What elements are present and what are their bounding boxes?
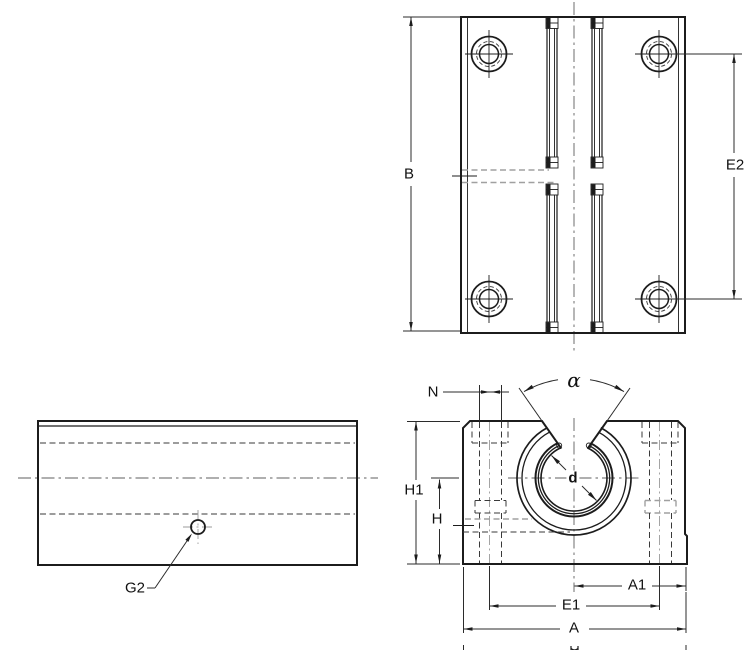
mounting-hole [465, 275, 513, 323]
dim-E2 [672, 53, 742, 300]
dim-label-E1: E1 [559, 596, 583, 614]
dim-label-N: N [425, 383, 441, 401]
dim-label-alpha: α [565, 368, 583, 392]
dim-label-A1: A1 [625, 576, 649, 594]
dim-E1 [489, 566, 660, 610]
side-view [18, 420, 378, 589]
rail-left [546, 28, 558, 322]
dim-G2-leader [146, 533, 192, 589]
cutoff-marks [463, 645, 687, 650]
dim-B [403, 16, 460, 332]
dim-A [463, 567, 687, 633]
rail-clips [545, 17, 604, 334]
hidden-hole-right [641, 422, 679, 563]
dim-A1 [574, 567, 687, 591]
front-view [407, 379, 688, 650]
top-view [403, 2, 742, 351]
g2-hole [183, 510, 213, 544]
dim-d [551, 455, 597, 501]
mounting-hole [465, 30, 513, 78]
rail-right [591, 28, 603, 322]
dim-alpha [518, 379, 631, 422]
dim-label-G2: G2 [122, 579, 148, 597]
hidden-hole-left [471, 422, 509, 563]
dim-label-B: B [401, 165, 417, 183]
dim-H1 [407, 421, 460, 565]
dim-H [431, 477, 459, 564]
dim-label-H1: H1 [402, 481, 426, 499]
dim-label-E2: E2 [723, 156, 747, 174]
dim-label-A: A [566, 619, 582, 637]
dim-label-d: d [566, 469, 580, 487]
dim-N [443, 385, 509, 421]
dim-label-H: H [429, 510, 445, 528]
